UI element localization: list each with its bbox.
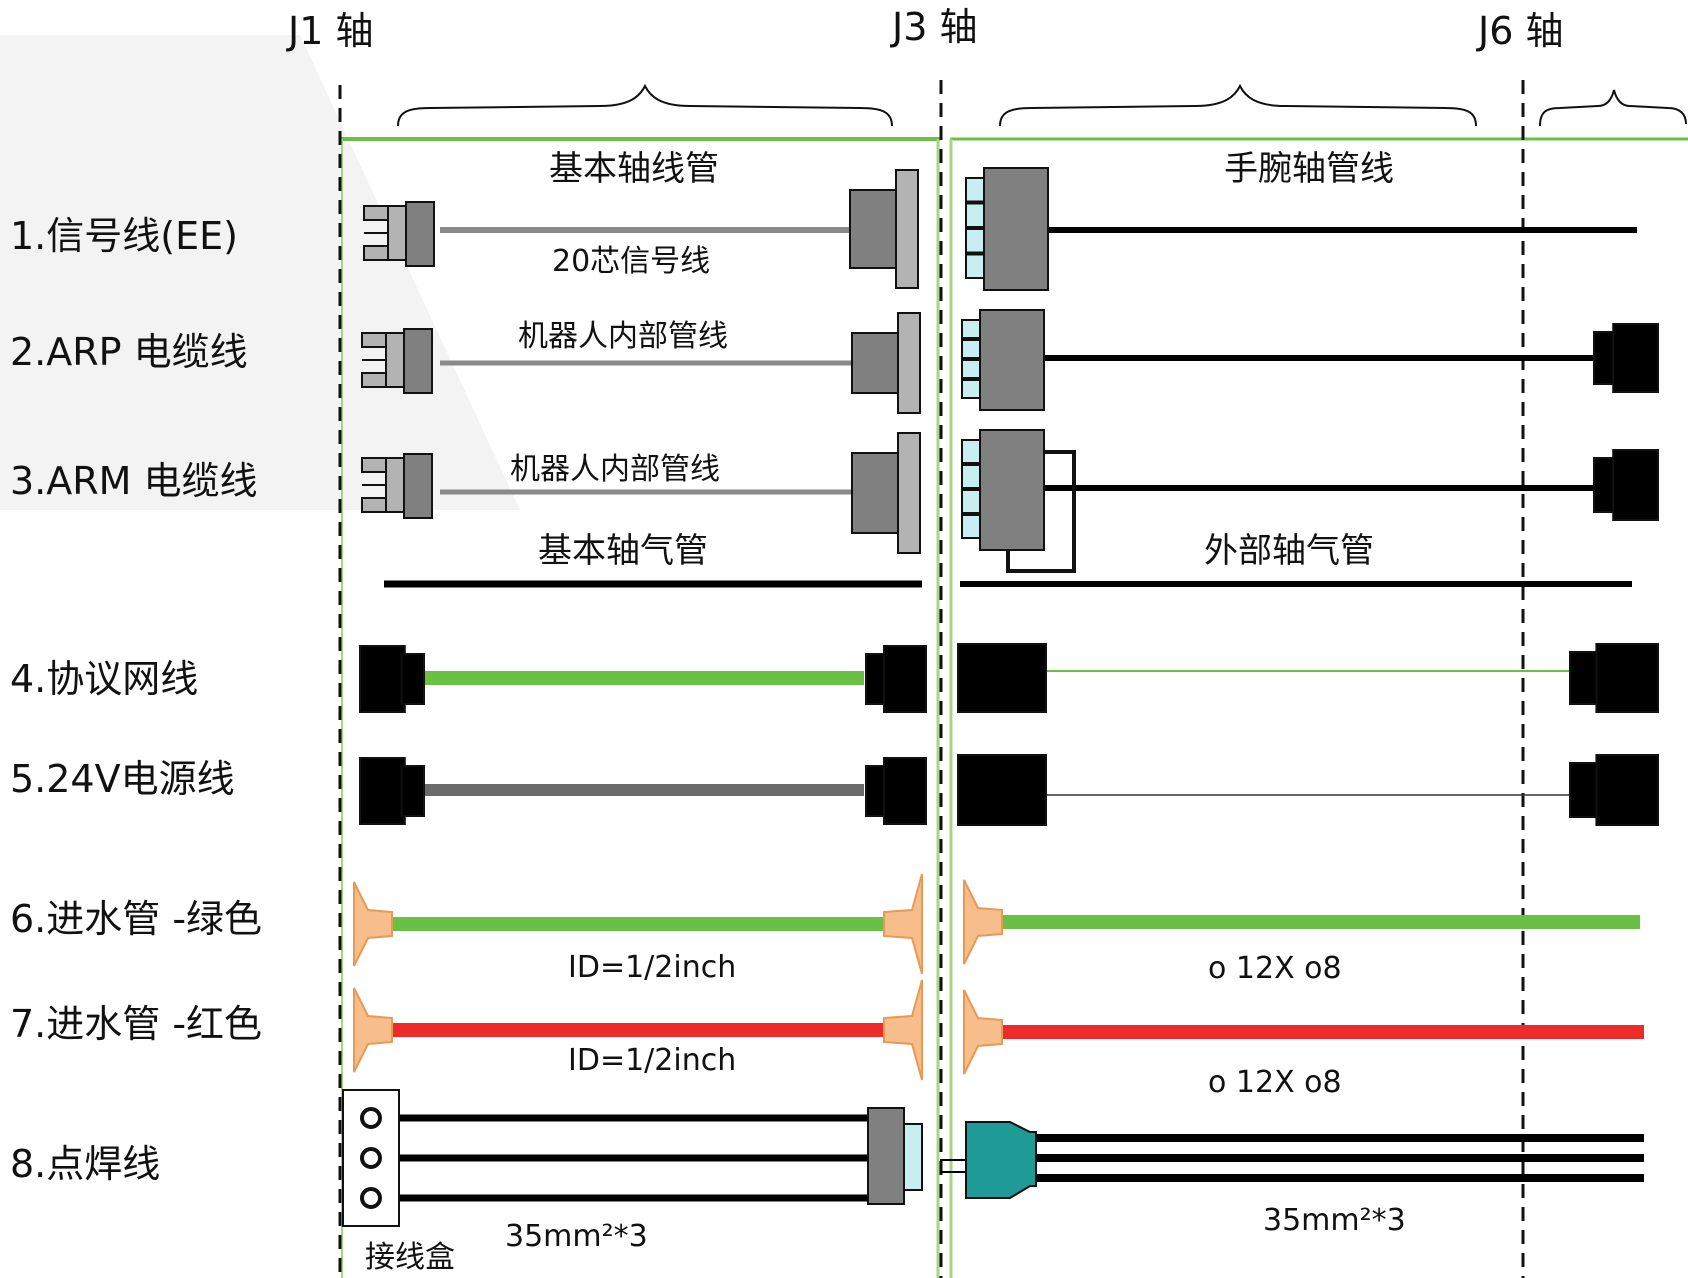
connector-row1-j1-spine [387, 205, 407, 261]
connector-row2-j3-right-pin-1 [961, 319, 981, 339]
connector-row1-j3-right-pin-3 [965, 228, 985, 254]
connector-row1-j3-right-pin-2 [965, 202, 985, 228]
row-label-1: 1.信号线(EE) [10, 214, 238, 258]
row-label-8: 8.点焊线 [10, 1142, 161, 1186]
row-label-5: 5.24V电源线 [10, 757, 235, 801]
junction-terminal-1 [360, 1107, 382, 1129]
connector-row3-j1 [361, 453, 433, 519]
fitting-row7-j3-right [963, 989, 1003, 1075]
caption-id-1: ID=1/2inch [568, 950, 737, 985]
axis-label-j6: J6 轴 [1478, 9, 1564, 53]
connector-row1-j3-left-flange [895, 169, 919, 289]
axis-label-j1: J1 轴 [288, 9, 374, 53]
connector-row2-j3-left-body [851, 332, 899, 394]
fitting-row7-j3-left [883, 979, 923, 1081]
row-label-7: 7.进水管 -红色 [10, 1002, 263, 1046]
connector-row3-j3-right-pin-2 [961, 464, 981, 489]
brace-wrist [999, 83, 1477, 127]
caption-wire-right: 35mm²*3 [1263, 1203, 1406, 1238]
connector-row5-j6-body [1595, 754, 1660, 826]
connector-row3-j6-body [1612, 449, 1659, 521]
fitting-row7-j1 [353, 987, 393, 1073]
connector-row4-j6-body [1595, 643, 1660, 713]
caption-id-2: ID=1/2inch [568, 1043, 737, 1078]
section-base-pipe: 基本轴线管 [549, 149, 719, 189]
connector-row5-j3-right [957, 754, 1047, 826]
section-base-air: 基本轴气管 [538, 531, 708, 571]
background-band [0, 35, 520, 510]
axis-label-j3: J3 轴 [892, 5, 978, 49]
connector-row1-j3-right-pin-4 [965, 253, 985, 279]
cables [380, 227, 1644, 1202]
connector-row4-j1-neck [400, 653, 426, 705]
caption-o12-1: o 12X o8 [1208, 951, 1342, 986]
connector-row4-j3-right [957, 643, 1047, 713]
connector-row8-j3-left-body [867, 1107, 905, 1205]
brace-base [397, 83, 893, 127]
junction-terminal-3 [360, 1187, 382, 1209]
connector-row8-j3-right [965, 1121, 1037, 1199]
connector-row2-j3-right-pin-2 [961, 339, 981, 359]
connector-row3-loop [1006, 450, 1076, 573]
connector-row2-j1-spine [385, 332, 405, 388]
connector-row3-j3-left-body [851, 452, 899, 534]
fitting-row6-j3-right [963, 879, 1003, 965]
connector-row5-j1-body [359, 757, 406, 825]
section-wrist-pipe: 手腕轴管线 [1224, 149, 1394, 189]
caption-junction-box: 接线盒 [365, 1240, 455, 1275]
fitting-row6-j1 [353, 881, 393, 967]
row-label-6: 6.进水管 -绿色 [10, 897, 263, 941]
connector-row1-j3-left-body [849, 189, 897, 269]
caption-internal-pipe-2: 机器人内部管线 [510, 452, 720, 487]
brace-tool [1539, 89, 1687, 127]
connector-row1-j1-body [405, 201, 435, 267]
caption-internal-pipe-1: 机器人内部管线 [518, 319, 728, 354]
connector-row2-j1-body [403, 328, 433, 394]
connector-row3-j3-right-pin-4 [961, 514, 981, 539]
connector-row3-j1-body [403, 453, 433, 519]
connector-row3-j1-spine [385, 457, 405, 513]
row-label-4: 4.协议网线 [10, 657, 199, 701]
junction-terminal-2 [360, 1147, 382, 1169]
connector-row4-j1-body [359, 645, 406, 713]
connector-row3-j3-left-flange [897, 432, 921, 554]
connectors [342, 167, 1660, 1227]
connector-row2-j3-left-flange [897, 312, 921, 414]
section-external-air: 外部轴气管 [1204, 531, 1374, 571]
connector-row4-j3-left-body [883, 645, 927, 713]
connector-row5-j1-neck [400, 765, 426, 817]
connector-row1-j3-right-body [983, 167, 1049, 291]
connector-row8-j3-left-pin [903, 1123, 923, 1191]
connector-row1-j3-right-pin-1 [965, 177, 985, 203]
connector-row2-j3-right-pin-4 [961, 379, 981, 399]
fitting-row6-j3-left [883, 873, 923, 975]
row-label-3: 3.ARM 电缆线 [10, 459, 258, 503]
connector-row3-j3-right-body [979, 429, 1045, 551]
caption-20-core-signal: 20芯信号线 [552, 244, 711, 279]
caption-wire-left: 35mm²*3 [505, 1219, 648, 1254]
row-label-2: 2.ARP 电缆线 [10, 330, 248, 374]
connector-row3-j3-right-pin-3 [961, 489, 981, 514]
caption-o12-2: o 12X o8 [1208, 1065, 1342, 1100]
connector-row2-j3-right-pin-3 [961, 359, 981, 379]
connector-row2-j6-body [1612, 323, 1659, 393]
connector-row2-j1 [361, 328, 433, 394]
connector-row2-j3-right-body [979, 309, 1045, 411]
connector-row1-j1 [363, 201, 435, 267]
connector-row3-j3-right-pin-1 [961, 439, 981, 464]
connector-row5-j3-left-body [883, 757, 927, 825]
